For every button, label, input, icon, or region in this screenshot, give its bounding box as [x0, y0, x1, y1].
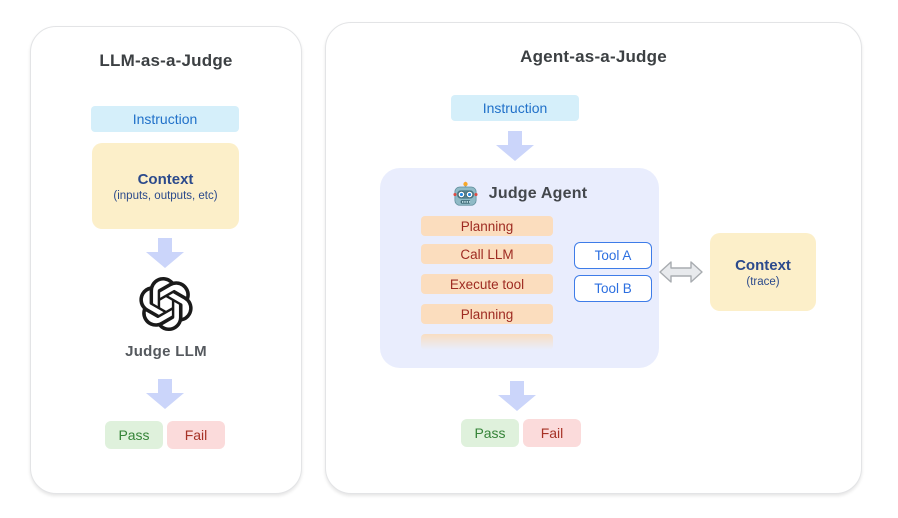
- down-arrow-icon: [146, 379, 184, 409]
- judge-llm-label: Judge LLM: [125, 343, 207, 360]
- pass-label: Pass: [118, 427, 150, 443]
- context-title: Context: [735, 256, 791, 274]
- instruction-box: Instruction: [91, 106, 239, 132]
- panel-title: Agent-as-a-Judge: [520, 47, 667, 66]
- context-box: Context (inputs, outputs, etc): [92, 143, 239, 229]
- fail-badge: Fail: [167, 421, 225, 449]
- down-arrow-icon: [146, 238, 184, 268]
- panel-agent-as-a-judge: Agent-as-a-Judge Instruction: [325, 22, 862, 494]
- judge-agent-panel: Judge Agent Planning Call LLM Execute to…: [380, 168, 659, 368]
- robot-icon: [453, 181, 478, 206]
- pass-label: Pass: [474, 425, 506, 441]
- fail-label: Fail: [540, 425, 564, 441]
- tool-b-box: Tool B: [574, 275, 652, 302]
- instruction-label: Instruction: [132, 111, 198, 127]
- step-label: Execute tool: [449, 276, 525, 292]
- tool-a-box: Tool A: [574, 242, 652, 269]
- judge-agent-header: Judge Agent: [380, 180, 659, 208]
- context-subtitle: (inputs, outputs, etc): [113, 189, 218, 202]
- pass-badge: Pass: [105, 421, 163, 449]
- instruction-label: Instruction: [482, 100, 548, 116]
- context-trace-box: Context (trace): [710, 233, 816, 311]
- left-right-arrow-icon: [659, 261, 703, 283]
- down-arrow-icon: [496, 131, 534, 161]
- judge-agent-label: Judge Agent: [488, 185, 588, 202]
- context-title: Context: [137, 170, 194, 188]
- panel-llm-as-a-judge: LLM-as-a-Judge Instruction Context (inpu…: [30, 26, 302, 494]
- step-label: Planning: [460, 306, 514, 322]
- step-box-planning: Planning: [421, 216, 553, 236]
- tool-label: Tool B: [594, 281, 632, 296]
- step-box-call-llm: Call LLM: [421, 244, 553, 264]
- tool-label: Tool A: [594, 248, 632, 263]
- step-box-execute-tool: Execute tool: [421, 274, 553, 294]
- step-label: Planning: [460, 218, 514, 234]
- openai-logo-icon: [139, 277, 193, 331]
- step-box-planning-2: Planning: [421, 304, 553, 324]
- down-arrow-icon: [498, 381, 536, 411]
- step-box-faded: [421, 334, 553, 350]
- fail-badge: Fail: [523, 419, 581, 447]
- pass-badge: Pass: [461, 419, 519, 447]
- fail-label: Fail: [184, 427, 208, 443]
- panel-title: LLM-as-a-Judge: [99, 51, 233, 70]
- context-subtitle: (trace): [746, 275, 780, 288]
- instruction-box: Instruction: [451, 95, 579, 121]
- step-label: Call LLM: [460, 246, 514, 262]
